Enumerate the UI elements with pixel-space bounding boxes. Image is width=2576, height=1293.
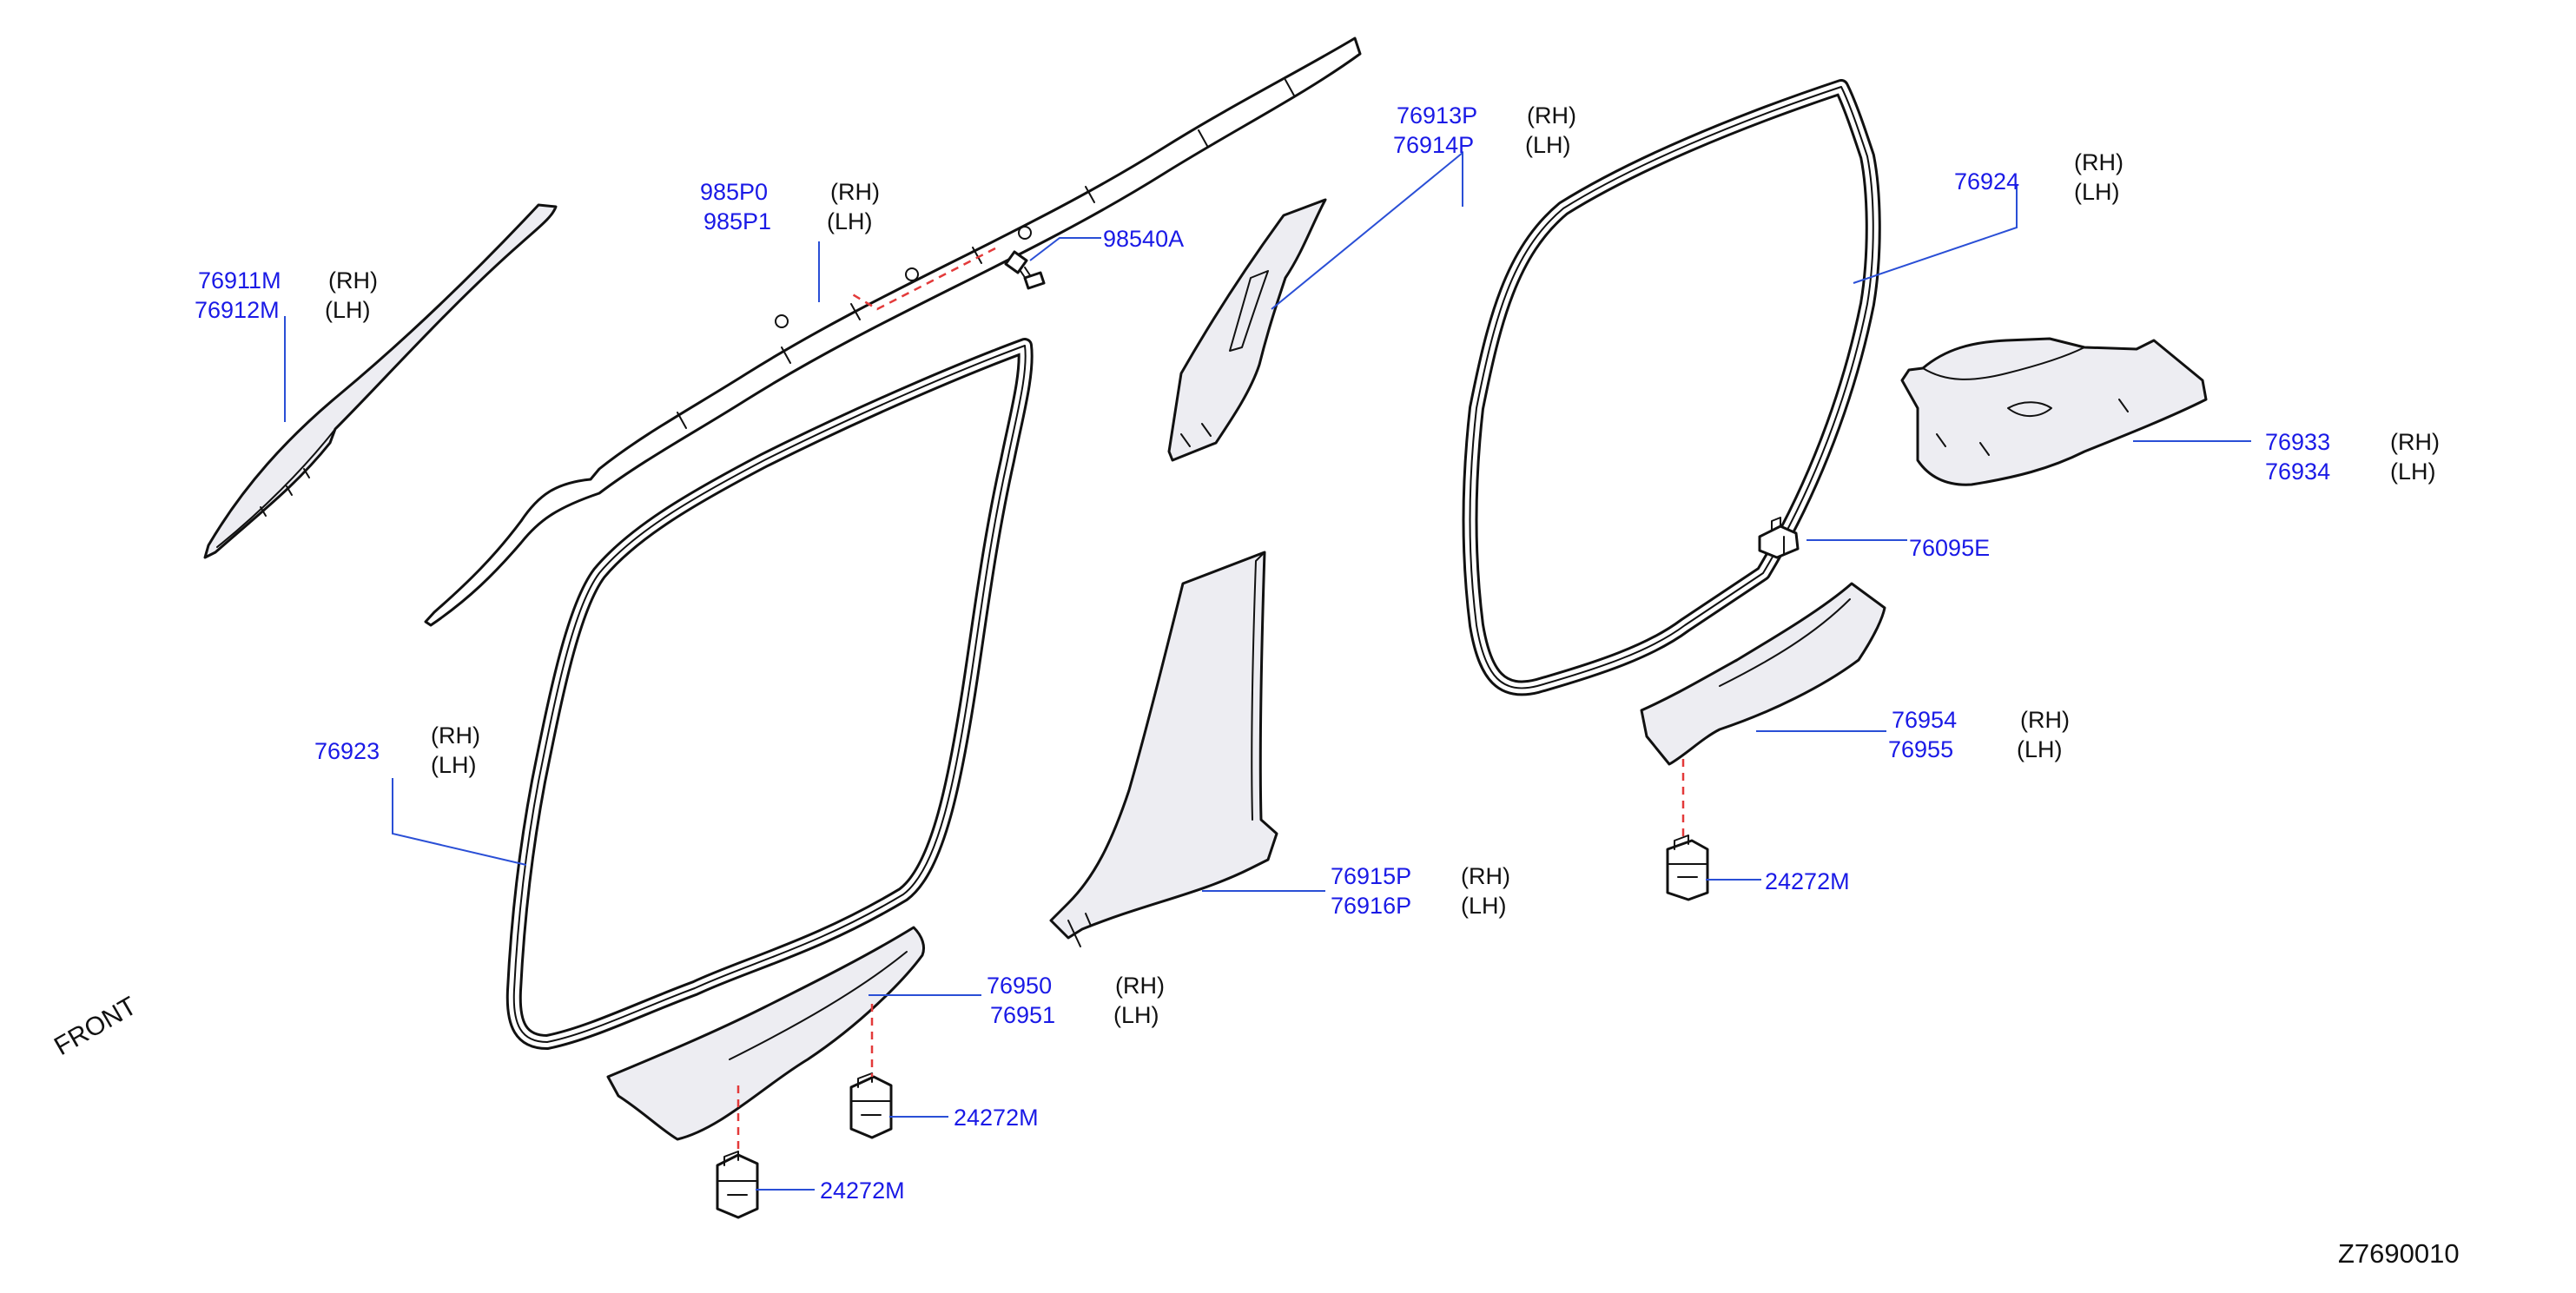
front-pillar-garnish [203,203,558,559]
rear-kicking-plate [1640,582,1886,766]
side-rh: (RH) [2390,429,2440,455]
leader-76924 [1853,184,2018,284]
side-lh: (LH) [1461,893,1507,919]
front-door-seal [505,338,1034,1050]
side-lh: (LH) [2074,179,2120,205]
side-rh: (RH) [1115,973,1165,999]
callout-76933: 76933 (RH) 76934 (LH) [2265,429,2440,485]
side-rh: (RH) [2020,707,2070,733]
part-number[interactable]: 24272M [1765,868,1850,894]
side-lh: (LH) [1525,132,1571,158]
callout-98540a: 98540A [1103,226,1184,252]
part-number-rh[interactable]: 76915P [1331,863,1411,889]
callout-24272m-mid: 24272M [954,1105,1039,1131]
part-number-lh[interactable]: 76934 [2265,458,2330,485]
callout-76954: 76954 (RH) 76955 (LH) [1888,707,2070,762]
side-lh: (LH) [827,208,873,234]
callout-76913p: 76913P (RH) 76914P (LH) [1393,102,1576,158]
callout-76911m: 76911M (RH) 76912M (LH) [195,267,378,323]
side-rh: (RH) [830,179,880,205]
part-number[interactable]: 98540A [1103,226,1184,252]
part-number[interactable]: 76924 [1954,168,2019,195]
side-lh: (LH) [1113,1002,1159,1028]
side-rh: (RH) [431,722,480,749]
part-number-rh[interactable]: 76913P [1397,102,1477,129]
rear-side-garnish [1900,337,2208,486]
clip-24272m-mid [849,1072,893,1139]
callout-76924: 76924 (RH) (LH) [1954,149,2124,205]
side-rh: (RH) [1461,863,1510,889]
callout-985p0: 985P0 (RH) 985P1 (LH) [700,179,880,234]
part-number-lh[interactable]: 76912M [195,297,280,323]
callout-76923: 76923 (RH) (LH) [314,722,480,778]
part-number-lh[interactable]: 985P1 [703,208,771,234]
part-number[interactable]: 76923 [314,738,380,764]
curtain-airbag [424,36,1362,627]
side-lh: (LH) [2017,736,2063,762]
part-number-rh[interactable]: 76954 [1892,707,1957,733]
center-pillar-lower-garnish [1049,551,1278,947]
part-number-rh[interactable]: 985P0 [700,179,768,205]
callout-24272m-right: 24272M [1765,868,1850,894]
callout-76095e: 76095E [1909,535,1990,561]
side-lh: (LH) [2390,458,2436,485]
callout-76950: 76950 (RH) 76951 (LH) [987,973,1165,1028]
rear-door-seal [1462,79,1881,696]
side-rh: (RH) [2074,149,2124,175]
front-kicking-plate [606,926,926,1141]
side-rh: (RH) [1527,102,1576,129]
leader-76913p [1271,150,1463,310]
dash-bolt-airbag [850,247,996,311]
part-number-lh[interactable]: 76914P [1393,132,1474,158]
clip-24272m-right [1666,835,1709,901]
side-rh: (RH) [328,267,378,294]
part-number-rh[interactable]: 76950 [987,973,1052,999]
callout-24272m-low: 24272M [820,1178,905,1204]
clip-76095e [1758,517,1800,559]
part-number-rh[interactable]: 76933 [2265,429,2330,455]
part-number-rh[interactable]: 76911M [198,267,281,294]
side-lh: (LH) [431,752,477,778]
side-lh: (LH) [325,297,371,323]
diagram-code: Z7690010 [2338,1238,2460,1269]
leader-98540a [1029,237,1101,261]
part-number[interactable]: 24272M [820,1178,905,1204]
part-number-lh[interactable]: 76916P [1331,893,1411,919]
front-direction-label: FRONT [50,992,142,1061]
part-number[interactable]: 76095E [1909,535,1990,561]
clip-24272m-low [716,1151,759,1219]
callout-76915p: 76915P (RH) 76916P (LH) [1331,863,1510,919]
part-number[interactable]: 24272M [954,1105,1039,1131]
part-number-lh[interactable]: 76951 [990,1002,1055,1028]
leader-76923 [392,778,527,866]
bolt [1004,250,1046,290]
center-pillar-upper-garnish [1167,198,1327,462]
part-number-lh[interactable]: 76955 [1888,736,1953,762]
